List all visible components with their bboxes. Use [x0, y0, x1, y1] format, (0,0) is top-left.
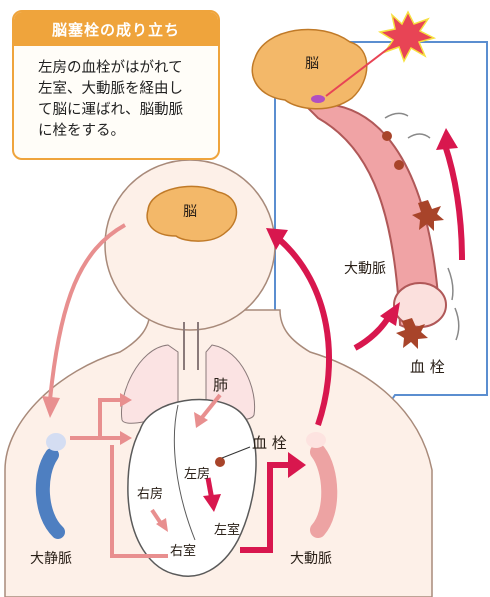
vena-cava-opening — [46, 433, 66, 451]
zoom-aorta-opening — [394, 283, 446, 327]
label-brain-head: 脳 — [183, 205, 197, 219]
label-aorta-zoom: 大動脈 — [344, 262, 386, 276]
label-left-atrium: 左房 — [184, 468, 210, 481]
label-lung: 肺 — [213, 378, 228, 393]
label-brain-zoom: 脳 — [305, 57, 319, 71]
label-right-ventricle: 右室 — [170, 545, 196, 558]
brain-lesion — [311, 95, 325, 103]
label-thrombus-zoom: 血 栓 — [410, 360, 445, 375]
head — [105, 160, 275, 330]
label-vena-cava: 大静脈 — [30, 552, 72, 566]
zoom-clot-2 — [394, 160, 404, 170]
label-right-atrium: 右房 — [137, 488, 163, 501]
label-left-ventricle: 左室 — [214, 524, 240, 537]
title-description: 左房の血栓がはがれて 左室、大動脈を経由し て脳に運ばれ、脳動脈 に栓をする。 — [14, 46, 218, 142]
aorta-opening — [306, 432, 326, 448]
title-heading: 脳塞栓の成り立ち — [14, 12, 218, 46]
zoom-clot-1 — [382, 131, 392, 141]
label-thrombus-heart: 血 栓 — [252, 436, 287, 451]
label-aorta: 大動脈 — [290, 552, 332, 566]
title-box: 脳塞栓の成り立ち 左房の血栓がはがれて 左室、大動脈を経由し て脳に運ばれ、脳動… — [12, 10, 220, 160]
thrombus-heart — [215, 457, 225, 467]
